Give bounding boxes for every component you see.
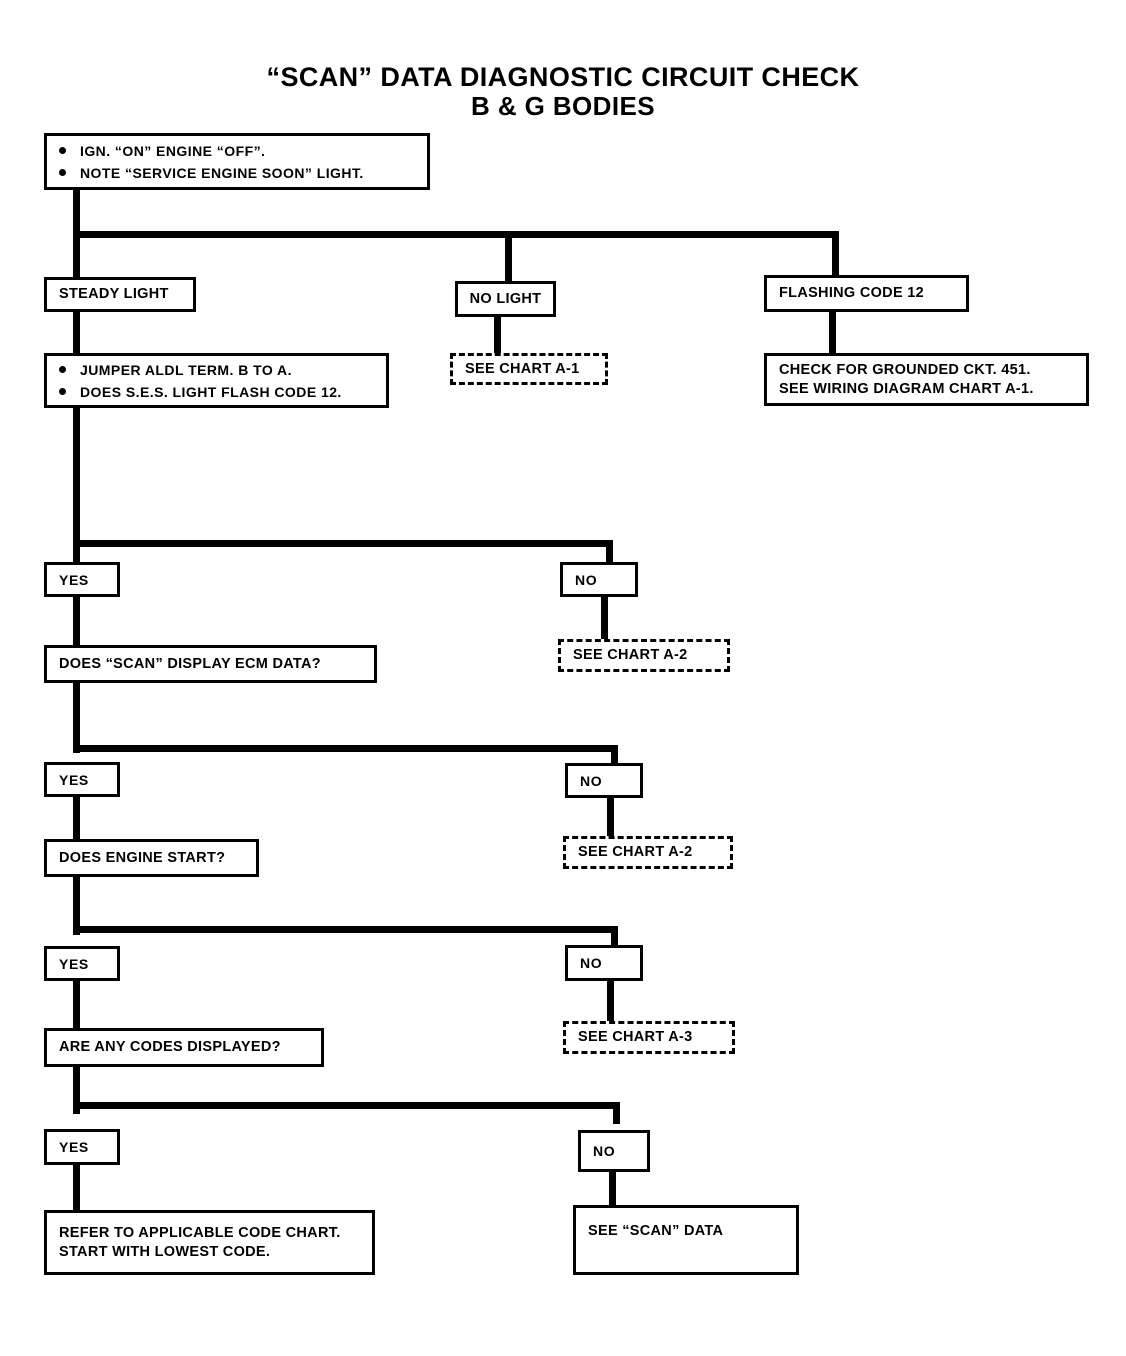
node-q2-no-target-label: SEE CHART A-2 [578,844,693,860]
connector-q1-yes-drop [73,540,80,564]
connector-trunk-q1-q2 [73,683,80,753]
chip-q4-no-label: NO [593,1143,616,1159]
connector-bus-to-nolight [505,231,512,283]
node-q1-question: DOES “SCAN” DISPLAY ECM DATA? [44,645,377,683]
node-no-light: NO LIGHT [455,281,556,317]
node-q1-no-target-label: SEE CHART A-2 [573,647,688,663]
node-q3-question-label: ARE ANY CODES DISPLAYED? [59,1039,281,1055]
bullet-dot-icon [59,366,66,373]
node-grounded-ckt-line-2: SEE WIRING DIAGRAM CHART A-1. [779,380,1034,397]
connector-trunk-q3-q4 [73,1066,80,1114]
connector-q3-no-drop [611,926,618,948]
bullet-dot-icon [59,147,66,154]
chip-q4-no: NO [578,1130,650,1172]
connector-start-down [73,190,80,238]
jumper-bullet-2: DOES S.E.S. LIGHT FLASH CODE 12. [59,381,386,403]
node-q2-question: DOES ENGINE START? [44,839,259,877]
connector-q2-yes-to-question [73,796,80,841]
node-jumper-aldl: JUMPER ALDL TERM. B TO A. DOES S.E.S. LI… [44,353,389,408]
connector-trunk-main [73,408,80,568]
connector-bus-to-steady [73,231,80,281]
node-steady-light: STEADY LIGHT [44,277,196,312]
node-flashing-code-12: FLASHING CODE 12 [764,275,969,312]
node-q3-no-target: SEE CHART A-3 [563,1021,735,1054]
connector-q4-bus [73,1102,620,1109]
connector-q4-no-drop [613,1102,620,1124]
chip-q1-yes-label: YES [59,571,89,588]
node-refer-code-chart-line-2: START WITH LOWEST CODE. [59,1243,271,1260]
jumper-bullet-1: JUMPER ALDL TERM. B TO A. [59,359,386,381]
chip-q1-no: NO [560,562,638,597]
connector-trunk-q2-q3 [73,877,80,935]
node-flashing-code-12-label: FLASHING CODE 12 [779,285,924,301]
connector-q3-yes-to-question [73,980,80,1028]
node-refer-code-chart-line-1: REFER TO APPLICABLE CODE CHART. [59,1224,341,1241]
connector-nolight-to-charta1 [494,315,501,355]
connector-q4-yes-to-result [73,1164,80,1212]
jumper-bullet-list: JUMPER ALDL TERM. B TO A. DOES S.E.S. LI… [47,359,386,403]
node-grounded-ckt: CHECK FOR GROUNDED CKT. 451. SEE WIRING … [764,353,1089,406]
node-q3-no-target-label: SEE CHART A-3 [578,1029,693,1045]
connector-q1-no-to-chart [601,595,608,641]
jumper-bullet-2-text: DOES S.E.S. LIGHT FLASH CODE 12. [80,383,342,400]
connector-q1-bus [73,540,613,547]
chip-q4-yes: YES [44,1129,120,1165]
node-q2-no-target: SEE CHART A-2 [563,836,733,869]
connector-q1-no-drop [606,540,613,564]
node-see-chart-a1: SEE CHART A-1 [450,353,608,385]
connector-q1-yes-to-question [73,595,80,647]
node-q2-question-label: DOES ENGINE START? [59,849,226,866]
chip-q1-yes: YES [44,562,120,597]
node-q3-question: ARE ANY CODES DISPLAYED? [44,1028,324,1067]
connector-q3-no-to-chart [607,980,614,1022]
start-box: IGN. “ON” ENGINE “OFF”. NOTE “SERVICE EN… [44,133,430,190]
chip-q1-no-label: NO [575,571,598,588]
node-refer-code-chart: REFER TO APPLICABLE CODE CHART. START WI… [44,1210,375,1275]
connector-flashing-to-grounded [829,311,836,355]
node-see-scan-data-label: SEE “SCAN” DATA [588,1223,724,1239]
start-bullet-2-text: NOTE “SERVICE ENGINE SOON” LIGHT. [80,164,364,181]
connector-bus-to-flashing [832,231,839,277]
chip-q2-no-label: NO [580,772,603,789]
connector-q2-no-drop [611,745,618,765]
start-bullet-list: IGN. “ON” ENGINE “OFF”. NOTE “SERVICE EN… [47,140,427,184]
start-bullet-1: IGN. “ON” ENGINE “OFF”. [59,140,427,162]
bullet-dot-icon [59,169,66,176]
chip-q3-yes-label: YES [59,955,89,972]
title-line-2: B & G BODIES [471,91,655,121]
chip-q3-no: NO [565,945,643,981]
connector-q2-bus [73,745,618,752]
node-q1-no-target: SEE CHART A-2 [558,639,730,672]
connector-main-bus [73,231,839,238]
chip-q2-no: NO [565,763,643,798]
connector-q3-bus [73,926,618,933]
node-see-scan-data: SEE “SCAN” DATA [573,1205,799,1275]
title-line-1: “SCAN” DATA DIAGNOSTIC CIRCUIT CHECK [266,62,860,92]
chip-q3-no-label: NO [580,955,603,971]
node-grounded-ckt-line-1: CHECK FOR GROUNDED CKT. 451. [779,361,1031,378]
chip-q2-yes: YES [44,762,120,797]
start-bullet-1-text: IGN. “ON” ENGINE “OFF”. [80,142,266,159]
node-q1-question-label: DOES “SCAN” DISPLAY ECM DATA? [59,655,321,672]
bullet-dot-icon [59,388,66,395]
chip-q3-yes: YES [44,946,120,981]
connector-q2-no-to-chart [607,796,614,838]
node-steady-light-label: STEADY LIGHT [59,286,169,302]
connector-q4-no-to-result [609,1172,616,1208]
jumper-bullet-1-text: JUMPER ALDL TERM. B TO A. [80,361,292,378]
start-bullet-2: NOTE “SERVICE ENGINE SOON” LIGHT. [59,162,427,184]
chip-q4-yes-label: YES [59,1139,89,1155]
chip-q2-yes-label: YES [59,771,89,788]
connector-steady-to-jumper [73,309,80,355]
page-title: “SCAN” DATA DIAGNOSTIC CIRCUIT CHECK B &… [0,62,1126,120]
node-no-light-label: NO LIGHT [469,290,542,307]
node-see-chart-a1-label: SEE CHART A-1 [465,360,580,377]
